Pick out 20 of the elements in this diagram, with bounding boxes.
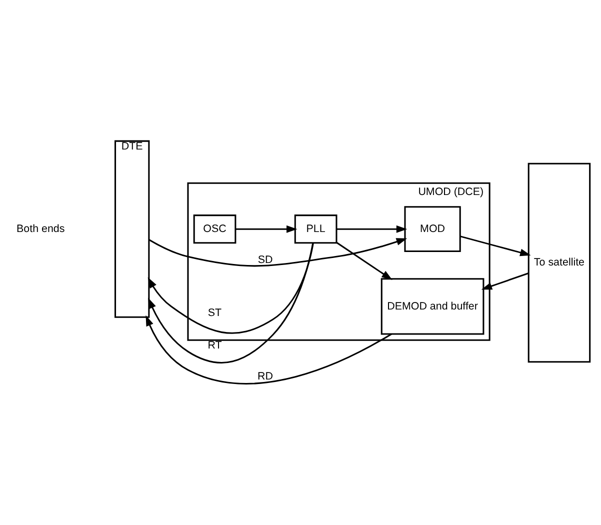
node-box: OSC bbox=[193, 214, 236, 244]
edge-label: SD bbox=[258, 254, 273, 266]
edge-label: RD bbox=[258, 370, 274, 382]
arrow bbox=[460, 236, 531, 256]
node-box: DTE bbox=[114, 140, 150, 318]
edge-label: ST bbox=[208, 306, 222, 319]
arrow bbox=[148, 242, 314, 364]
arrow bbox=[236, 225, 298, 233]
arrow bbox=[481, 272, 529, 290]
arrow bbox=[148, 242, 314, 334]
arrow bbox=[336, 242, 392, 280]
label: Both ends bbox=[16, 222, 65, 235]
node-box: PLL bbox=[294, 214, 338, 244]
node-box: DEMOD and buffer bbox=[380, 278, 484, 335]
arrow bbox=[148, 238, 408, 267]
arrow bbox=[146, 315, 392, 384]
node-box: MOD bbox=[404, 206, 461, 252]
arrow bbox=[336, 225, 408, 233]
node-box: To satellite bbox=[528, 162, 591, 363]
edge-label: RT bbox=[208, 340, 222, 352]
